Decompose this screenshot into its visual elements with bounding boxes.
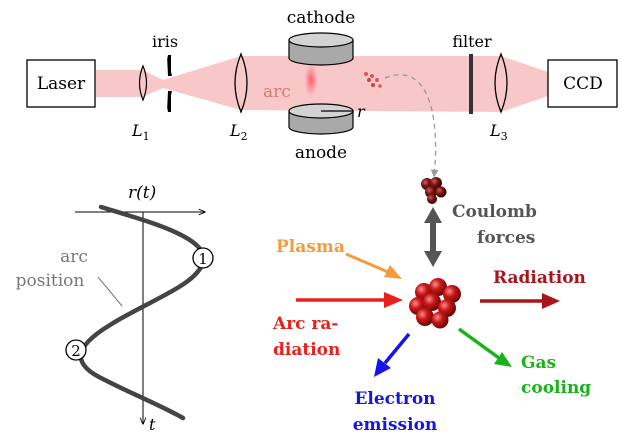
arc-radiation-arrow — [296, 292, 403, 308]
particle-trajectory — [384, 74, 439, 178]
marker-2: 2 — [65, 339, 87, 361]
cathode — [288, 32, 354, 66]
nanoparticle-central — [409, 278, 461, 329]
electron-emission-arrow — [374, 332, 411, 377]
r-axis-label: r(t) — [128, 183, 156, 203]
lens-l1 — [138, 64, 148, 102]
arc-position-leader — [97, 276, 123, 307]
lens-l2-label: L2 — [229, 121, 248, 143]
lens-l1-label: L1 — [131, 121, 150, 143]
arc-glow — [303, 60, 319, 100]
arc-position-curve — [78, 204, 206, 421]
electron-emission-label-line2: emission — [353, 415, 438, 435]
svg-text:2: 2 — [71, 342, 81, 360]
plasma-label: Plasma — [276, 237, 345, 257]
ccd-label: CCD — [563, 74, 603, 94]
anode-label: anode — [295, 143, 347, 163]
arc-label: arc — [263, 82, 291, 102]
lens-l3-label: L3 — [489, 121, 508, 143]
radius-label: r — [357, 102, 366, 121]
arc-label-line1: arc — [60, 247, 88, 267]
t-axis-label: t — [149, 415, 156, 434]
optical-setup: Laser CCD L1 iris L2 cathode — [26, 8, 618, 178]
iris — [167, 55, 172, 112]
cathode-label: cathode — [287, 8, 356, 28]
filter-label: filter — [452, 32, 492, 51]
coulomb-label-line2: forces — [477, 228, 535, 248]
arc-label-line2: position — [16, 271, 85, 291]
nanoparticle-neighbor — [421, 177, 447, 204]
anode — [288, 103, 354, 135]
laser-label: Laser — [37, 74, 86, 94]
gas-cooling-label-line1: Gas — [521, 353, 556, 373]
laser-box: Laser — [26, 59, 96, 108]
coulomb-label-line1: Coulomb — [452, 202, 537, 222]
radiation-arrow — [480, 293, 560, 309]
nanoparticle-cluster-small — [364, 72, 382, 88]
gas-cooling-arrow — [457, 327, 512, 367]
filter — [469, 54, 473, 114]
arc-position-plot: r(t) t arc position 1 2 — [16, 183, 214, 434]
plasma-arrow — [345, 252, 402, 279]
lens-l2 — [234, 52, 248, 114]
marker-1: 1 — [192, 247, 214, 269]
svg-text:1: 1 — [198, 250, 208, 268]
electron-emission-label-line1: Electron — [354, 389, 435, 409]
arc-radiation-label-line2: diation — [273, 340, 340, 360]
force-diagram: Coulomb forces Plasma Arc ra- diation — [272, 177, 591, 435]
arc-radiation-label-line1: Arc ra- — [272, 314, 338, 334]
iris-label: iris — [152, 32, 178, 51]
radiation-label: Radiation — [493, 268, 586, 288]
gas-cooling-label-line2: cooling — [521, 378, 591, 398]
lens-l3 — [494, 52, 508, 114]
coulomb-arrow — [424, 207, 442, 267]
ccd-box: CCD — [547, 59, 618, 108]
